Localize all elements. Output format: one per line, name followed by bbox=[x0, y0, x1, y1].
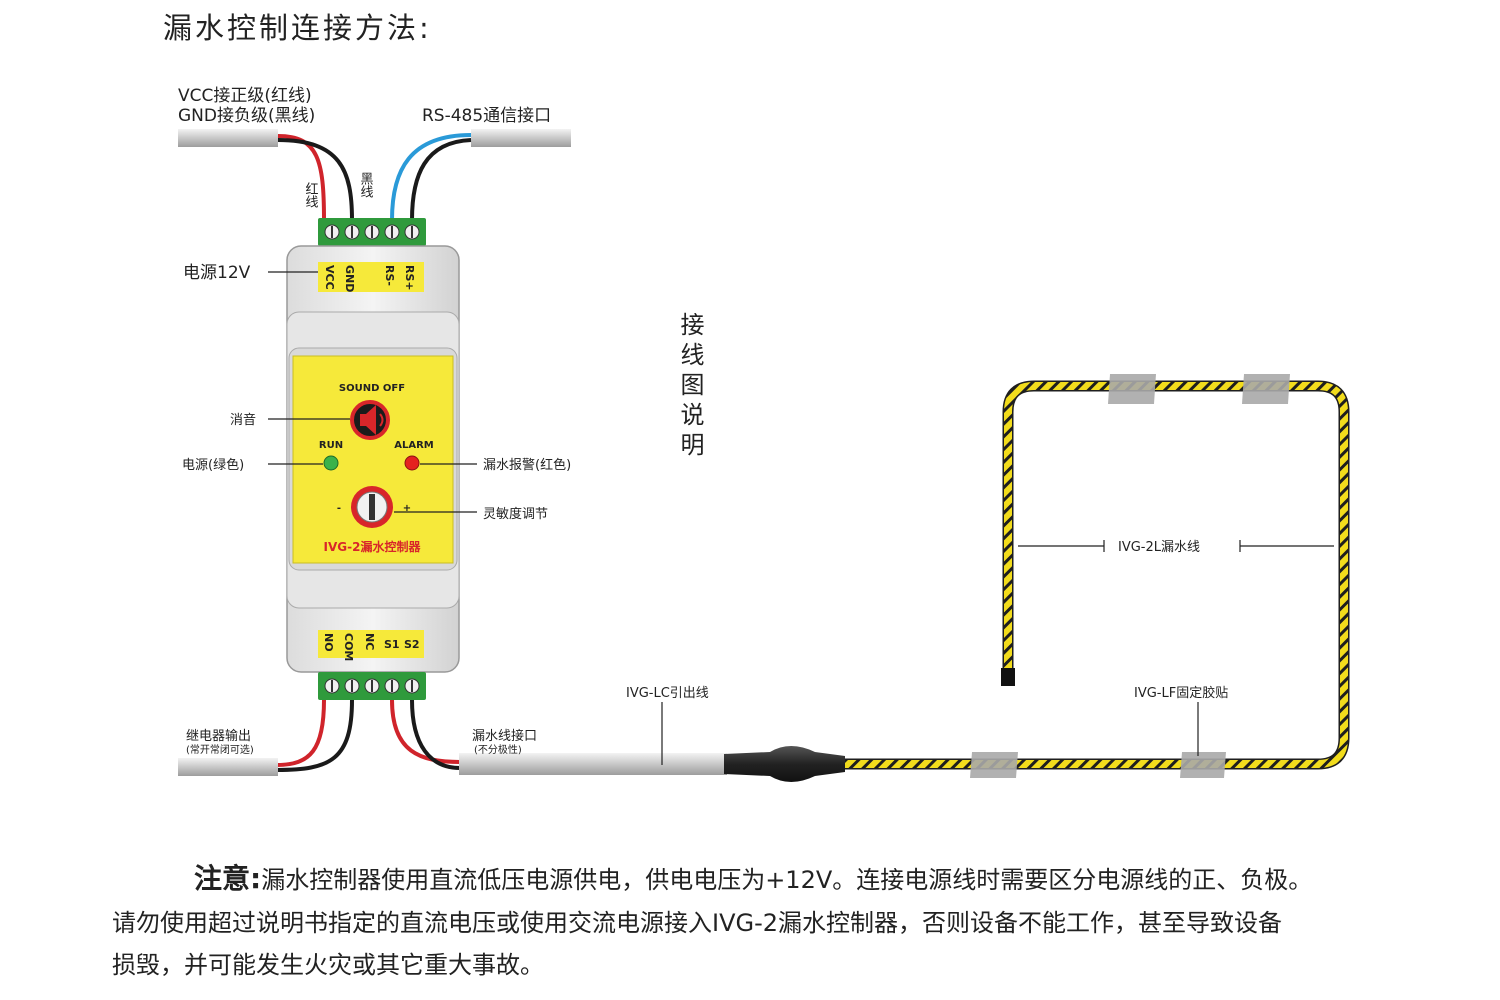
notice-heading: 注意: bbox=[194, 862, 262, 895]
sensitivity-knob[interactable] bbox=[351, 486, 393, 528]
pin-s2: S2 bbox=[404, 638, 420, 651]
lead-wire-label: IVG-LC引出线 bbox=[626, 686, 709, 701]
lead-wire-sleeve bbox=[459, 753, 727, 775]
rs485-label: RS-485通信接口 bbox=[422, 106, 551, 126]
cable-black-wire bbox=[410, 699, 461, 770]
bottom-pin-panel bbox=[318, 630, 424, 658]
speaker-icon bbox=[360, 405, 384, 435]
pin-vcc: VCC bbox=[323, 265, 336, 290]
pin-s1: S1 bbox=[384, 638, 400, 651]
mute-label: 消音 bbox=[230, 412, 256, 428]
cable-red-wire bbox=[390, 699, 461, 764]
run-led bbox=[323, 455, 339, 471]
rs485-cable-sleeve bbox=[471, 129, 571, 147]
pin-no: NO bbox=[322, 633, 335, 652]
red-wire bbox=[277, 134, 326, 221]
relay-cable-sleeve bbox=[178, 758, 278, 776]
notice-text-1: 漏水控制器使用直流低压电源供电，供电电压为+12V。连接电源线时需要区分电源线的… bbox=[261, 866, 1313, 894]
knob-plus: + bbox=[403, 503, 411, 514]
black-wire-label: 黑线 bbox=[358, 172, 374, 198]
vcc-label: VCC接正级(红线) bbox=[178, 86, 312, 106]
red-wire-label: 红线 bbox=[303, 181, 319, 208]
knob-minus: - bbox=[337, 503, 341, 514]
pin-com: COM bbox=[342, 633, 355, 661]
pin-rs-plus: RS+ bbox=[403, 265, 416, 291]
run-label: RUN bbox=[319, 440, 343, 451]
bottom-terminal-screws bbox=[324, 678, 420, 694]
alarm-label: ALARM bbox=[394, 440, 434, 451]
gnd-label: GND接负级(黑线) bbox=[178, 106, 315, 126]
pin-nc: NC bbox=[363, 633, 376, 650]
top-pin-panel bbox=[318, 262, 424, 292]
wiring-description-label: 接线图说明 bbox=[676, 312, 704, 462]
alarm-led-label: 漏水报警(红色) bbox=[483, 457, 571, 473]
cable-port-label: 漏水线接口 bbox=[472, 728, 537, 744]
notice-line-3: 损毁，并可能发生火灾或其它重大事故。 bbox=[112, 951, 544, 979]
relay-black-wire bbox=[276, 699, 354, 772]
notice-line-1: 注意:漏水控制器使用直流低压电源供电，供电电压为+12V。连接电源线时需要区分电… bbox=[112, 857, 1452, 902]
rs485-black-wire bbox=[410, 138, 472, 221]
sensing-cable-label: IVG-2L漏水线 bbox=[1118, 539, 1200, 555]
relay-red-wire bbox=[276, 699, 326, 767]
alarm-led bbox=[404, 455, 420, 471]
sound-off-label: SOUND OFF bbox=[339, 383, 405, 394]
cable-connector bbox=[724, 746, 845, 782]
mute-button[interactable] bbox=[350, 400, 390, 440]
sensitivity-label: 灵敏度调节 bbox=[483, 506, 548, 522]
pin-gnd: GND bbox=[343, 265, 356, 292]
fix-tapes bbox=[970, 374, 1290, 778]
power-12v-label: 电源12V bbox=[183, 263, 251, 283]
notice-line-2: 请勿使用超过说明书指定的直流电压或使用交流电源接入IVG-2漏水控制器，否则设备… bbox=[112, 909, 1283, 937]
power-cable-sleeve bbox=[178, 129, 278, 147]
callout-lines bbox=[268, 271, 1334, 765]
front-panel bbox=[292, 355, 454, 564]
page-title: 漏水控制连接方法: bbox=[163, 11, 432, 45]
cable-end-cap bbox=[1001, 668, 1015, 686]
sensing-cable-outline bbox=[845, 380, 1350, 770]
top-terminal-screws bbox=[324, 224, 420, 240]
cable-port-note: (不分极性) bbox=[474, 743, 522, 756]
sensing-cable bbox=[845, 382, 1348, 768]
pin-rs-minus: RS- bbox=[383, 265, 396, 286]
relay-output-note: (常开常闭可选) bbox=[186, 743, 254, 756]
power-led-label: 电源(绿色) bbox=[182, 457, 244, 473]
black-wire bbox=[277, 138, 354, 221]
relay-output-label: 继电器输出 bbox=[186, 728, 251, 744]
rs485-blue-wire bbox=[390, 133, 472, 221]
fix-tape-label: IVG-LF固定胶贴 bbox=[1134, 685, 1228, 701]
model-label: IVG-2漏水控制器 bbox=[324, 539, 422, 554]
